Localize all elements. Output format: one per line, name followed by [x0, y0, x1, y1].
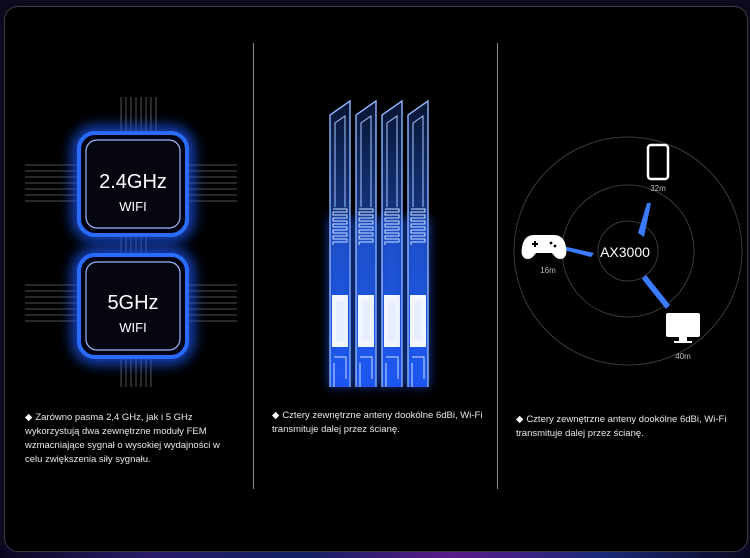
fem-chips-illustration: 2.4GHz WIFI 5GHz WIFI [25, 97, 237, 387]
antenna [328, 99, 352, 387]
column-coverage: AX3000 32m 16m 40m ◆Cztery zew [498, 7, 747, 551]
feature-panel: 2.4GHz WIFI 5GHz WIFI ◆Zarówno pasma 2,4… [4, 6, 748, 552]
monitor-icon [666, 313, 700, 343]
antenna [380, 99, 404, 387]
column-divider-2 [497, 43, 498, 489]
column-antennas: ◆Cztery zewnętrzne anteny dookólne 6dBi,… [254, 7, 497, 551]
chip-1-band: 2.4GHz [99, 171, 167, 193]
phone-icon [646, 143, 670, 181]
antenna-group [328, 99, 430, 387]
bullet-icon: ◆ [516, 414, 524, 425]
antenna [354, 99, 378, 387]
column-1-description: ◆Zarówno pasma 2,4 GHz, jak i 5 GHz wyko… [25, 411, 235, 467]
arrow-to-gamepad [558, 245, 594, 257]
antennas-illustration [328, 99, 430, 387]
column-fem-modules: 2.4GHz WIFI 5GHz WIFI ◆Zarówno pasma 2,4… [5, 7, 253, 551]
column-2-description-text: Cztery zewnętrzne anteny dookólne 6dBi, … [272, 410, 483, 435]
gamepad-distance: 16m [540, 266, 556, 275]
column-3-description: ◆Cztery zewnętrzne anteny dookólne 6dBi,… [516, 413, 734, 441]
chip-2-band: 5GHz [107, 292, 158, 314]
chip-2-label: WIFI [119, 320, 146, 335]
arrow-to-monitor [642, 275, 670, 309]
antenna [406, 99, 430, 387]
phone-distance: 32m [650, 184, 666, 193]
chip-1-label: WIFI [119, 199, 146, 214]
coverage-illustration: AX3000 32m 16m 40m [513, 136, 743, 366]
arrow-to-phone [638, 203, 651, 237]
column-2-description: ◆Cztery zewnętrzne anteny dookólne 6dBi,… [272, 409, 484, 437]
column-1-description-text: Zarówno pasma 2,4 GHz, jak i 5 GHz wykor… [25, 412, 220, 465]
center-label: AX3000 [600, 244, 650, 260]
column-3-description-text: Cztery zewnętrzne anteny dookólne 6dBi, … [516, 414, 727, 439]
monitor-distance: 40m [675, 352, 691, 361]
column-divider-1 [253, 43, 254, 489]
chip-5ghz: 5GHz WIFI [73, 249, 193, 363]
chip-2-4ghz: 2.4GHz WIFI [73, 127, 193, 241]
bullet-icon: ◆ [272, 410, 280, 421]
gamepad-icon [521, 235, 567, 259]
bullet-icon: ◆ [25, 412, 33, 423]
